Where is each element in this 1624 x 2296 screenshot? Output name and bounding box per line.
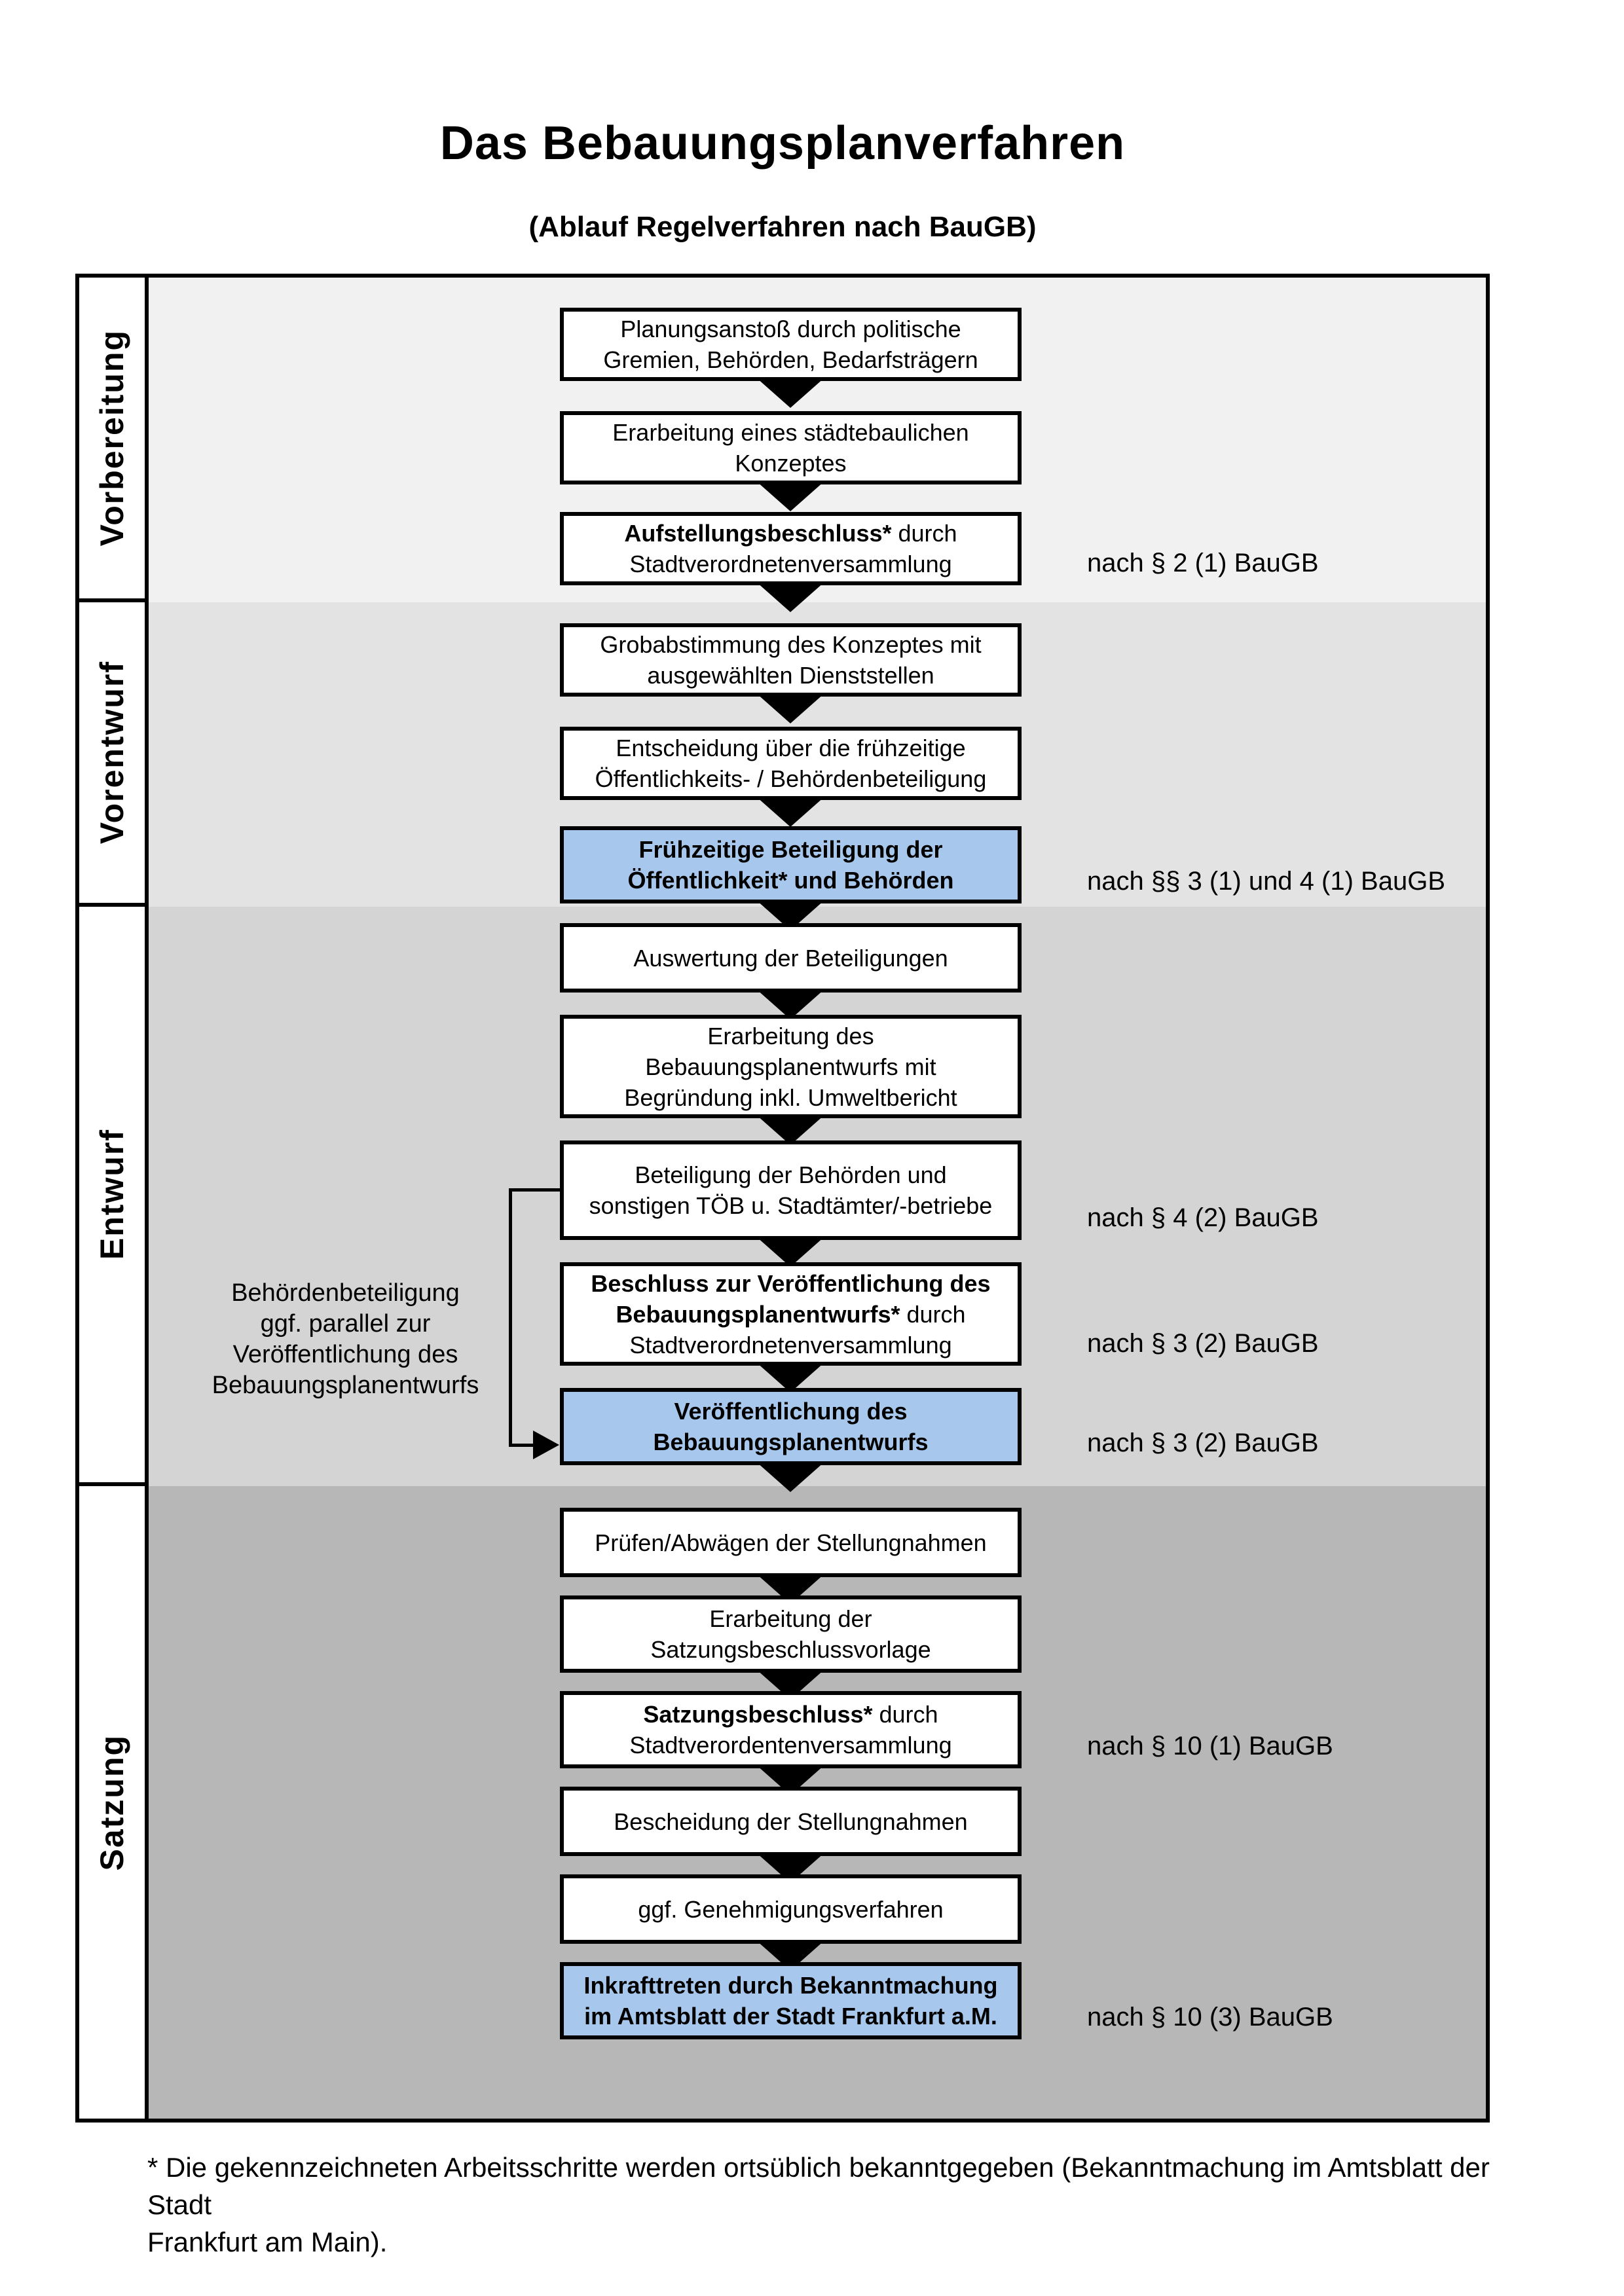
step-text: Erarbeitung der Satzungsbeschlussvorlage — [650, 1605, 931, 1663]
parallel-connector-line — [509, 1444, 534, 1447]
step-bold-text: Beschluss zur Veröffentlichung des Bebau… — [591, 1269, 991, 1328]
step-box-10: Beschluss zur Veröffentlichung des Bebau… — [560, 1262, 1022, 1366]
step-box-2: Erarbeitung eines städtebaulichen Konzep… — [560, 411, 1022, 484]
arrow-down-icon — [756, 1362, 824, 1393]
legal-reference: nach § 3 (2) BauGB — [1087, 1329, 1319, 1358]
step-bold-text: Frühzeitige Beteiligung der Öffentlichke… — [627, 836, 954, 894]
step-text: ggf. Genehmigungsverfahren — [638, 1895, 944, 1923]
parallel-connector-line — [509, 1188, 560, 1192]
phase-label-entwurf: Entwurf — [79, 907, 149, 1486]
step-box-1: Planungsanstoß durch politische Gremien,… — [560, 308, 1022, 381]
phase-label-vorentwurf: Vorentwurf — [79, 602, 149, 907]
arrow-down-icon — [756, 1237, 824, 1267]
step-text: Erarbeitung eines städtebaulichen Konzep… — [612, 419, 969, 477]
phase-label-text: Vorbereitung — [94, 329, 130, 547]
legal-reference: nach § 3 (2) BauGB — [1087, 1429, 1319, 1457]
arrow-down-icon — [756, 989, 824, 1019]
phase-label-text: Entwurf — [94, 1129, 130, 1260]
step-bold-text: Veröffentlichung des Bebauungsplanentwur… — [653, 1398, 929, 1455]
step-box-9: Beteiligung der Behörden und sonstigen T… — [560, 1140, 1022, 1240]
step-box-13: Erarbeitung der Satzungsbeschlussvorlage — [560, 1595, 1022, 1673]
step-text: durch Bekanntmachung im Amtsblatt der St… — [584, 1972, 998, 2030]
diagram-frame — [75, 274, 1490, 2123]
step-box-16: ggf. Genehmigungsverfahren — [560, 1874, 1022, 1944]
step-text: Prüfen/Abwägen der Stellungnahmen — [595, 1529, 987, 1556]
step-box-7: Auswertung der Beteiligungen — [560, 923, 1022, 993]
parallel-note: Behördenbeteiligung ggf. parallel zur Ve… — [212, 1279, 479, 1399]
arrow-down-icon — [756, 582, 824, 612]
step-box-14: Satzungsbeschluss* durch Stadtverordente… — [560, 1691, 1022, 1768]
step-text: Erarbeitung des Bebauungsplanentwurfs mi… — [624, 1022, 957, 1111]
step-box-12: Prüfen/Abwägen der Stellungnahmen — [560, 1508, 1022, 1577]
page-subtitle: (Ablauf Regelverfahren nach BauGB) — [528, 211, 1037, 243]
step-box-4: Grobabstimmung des Konzeptes mit ausgewä… — [560, 623, 1022, 697]
step-box-3: Aufstellungsbeschluss* durch Stadtverord… — [560, 512, 1022, 585]
step-text: Planungsanstoß durch politische Gremien,… — [603, 316, 978, 373]
phase-label-satzung: Satzung — [79, 1486, 149, 2119]
step-box-17-highlighted: Inkrafttreten durch Bekanntmachung im Am… — [560, 1962, 1022, 2039]
step-box-5: Entscheidung über die frühzeitige Öffent… — [560, 727, 1022, 800]
phase-label-vorbereitung: Vorbereitung — [79, 278, 149, 602]
arrow-down-icon — [756, 797, 824, 827]
phase-label-text: Vorentwurf — [94, 661, 130, 845]
step-box-15: Bescheidung der Stellungnahmen — [560, 1787, 1022, 1856]
parallel-connector-line — [509, 1188, 512, 1447]
step-box-11-highlighted: Veröffentlichung des Bebauungsplanentwur… — [560, 1388, 1022, 1465]
arrow-down-icon — [756, 693, 824, 723]
step-text: Auswertung der Beteiligungen — [633, 944, 948, 972]
step-text: durch Stadtverordnetenversammlung — [629, 1300, 966, 1358]
step-bold-text: Satzungsbeschluss* — [643, 1701, 873, 1728]
step-text: durch Stadtverordentenversammlung — [629, 1701, 952, 1758]
page-title: Das Bebauungsplanverfahren — [439, 117, 1126, 170]
arrow-down-icon — [756, 481, 824, 511]
legal-reference: nach § 10 (3) BauGB — [1087, 2003, 1333, 2032]
step-box-8: Erarbeitung des Bebauungsplanentwurfs mi… — [560, 1015, 1022, 1118]
legal-reference: nach § 10 (1) BauGB — [1087, 1732, 1333, 1760]
phase-label-text: Satzung — [94, 1734, 130, 1871]
legal-reference: nach § 4 (2) BauGB — [1087, 1203, 1319, 1232]
step-text: durch Stadtverordnetenversammlung — [629, 520, 957, 577]
step-bold-text: Aufstellungsbeschluss* — [624, 520, 892, 547]
arrow-down-icon — [756, 378, 824, 408]
step-bold-text: Inkrafttreten — [583, 1972, 722, 1999]
arrow-right-icon — [533, 1430, 559, 1459]
step-text: Entscheidung über die frühzeitige Öffent… — [595, 735, 987, 792]
legal-reference: nach § 2 (1) BauGB — [1087, 549, 1319, 577]
footnote: * Die gekennzeichneten Arbeitsschritte w… — [147, 2152, 1490, 2257]
arrow-down-icon — [756, 1462, 824, 1492]
step-text: Bescheidung der Stellungnahmen — [614, 1808, 968, 1835]
arrow-down-icon — [756, 1115, 824, 1145]
step-text: Beteiligung der Behörden und sonstigen T… — [589, 1161, 993, 1219]
step-text: Grobabstimmung des Konzeptes mit ausgewä… — [600, 631, 982, 689]
step-box-6-highlighted: Frühzeitige Beteiligung der Öffentlichke… — [560, 826, 1022, 903]
legal-reference: nach §§ 3 (1) und 4 (1) BauGB — [1087, 867, 1445, 896]
